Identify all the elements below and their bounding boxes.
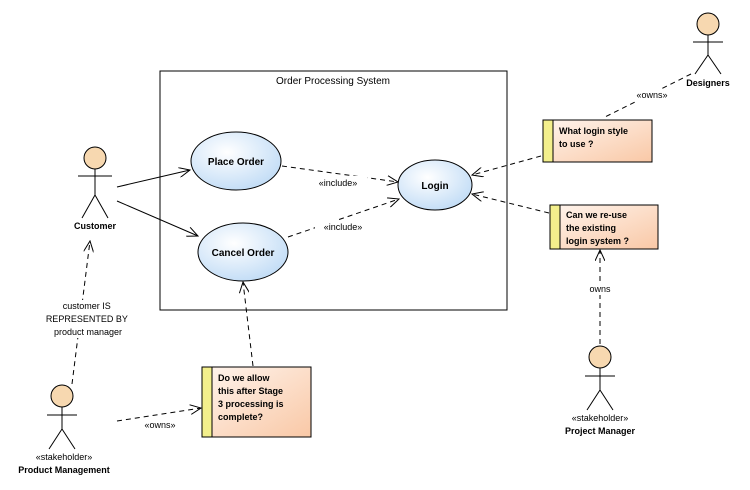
actor-name: Product Management — [18, 465, 110, 475]
owns-label: owns — [589, 284, 611, 294]
note-text: Can we re-use the existing login system … — [566, 210, 630, 246]
use-case-login[interactable]: Login — [397, 159, 473, 211]
actor-name: Customer — [74, 221, 117, 231]
note-stage3[interactable]: Do we allow this after Stage 3 processin… — [201, 366, 312, 438]
connector-labels: «include» «include» «owns» owns «owns» c… — [36, 89, 672, 431]
use-case-label: Place Order — [208, 157, 264, 168]
actor-icon — [78, 146, 112, 219]
include-cancel-login[interactable] — [287, 199, 399, 238]
note-reuse-login-link[interactable] — [472, 194, 550, 214]
use-case-place-order[interactable]: Place Order — [190, 131, 282, 191]
note-reuse-login[interactable]: Can we re-use the existing login system … — [549, 204, 659, 250]
association-customer-cancel-order[interactable] — [116, 200, 198, 236]
actor-stereotype: «stakeholder» — [36, 452, 93, 462]
include-label: «include» — [324, 222, 363, 232]
note-text: What login style to use ? — [559, 126, 631, 149]
owns-label: «owns» — [636, 90, 667, 100]
actor-project-manager[interactable]: «stakeholder» Project Manager — [565, 345, 636, 436]
owns-label: «owns» — [144, 420, 175, 430]
system-title: Order Processing System — [276, 76, 390, 87]
use-case-label: Cancel Order — [212, 248, 275, 259]
note-text: Do we allow this after Stage 3 processin… — [218, 373, 286, 422]
represented-by-label: customer IS REPRESENTED BY product manag… — [46, 301, 130, 337]
use-case-cancel-order[interactable]: Cancel Order — [197, 222, 289, 282]
actor-designers[interactable]: Designers — [686, 12, 730, 88]
use-case-label: Login — [421, 181, 448, 192]
actor-product-management[interactable]: «stakeholder» Product Management — [18, 384, 110, 475]
note-login-style[interactable]: What login style to use ? — [542, 119, 653, 163]
actor-name: Project Manager — [565, 426, 636, 436]
note-stage3-link[interactable] — [243, 282, 254, 367]
association-customer-place-order[interactable] — [116, 170, 190, 188]
include-place-login[interactable] — [281, 165, 398, 182]
actor-customer[interactable]: Customer — [74, 146, 117, 231]
include-label: «include» — [319, 178, 358, 188]
actor-icon — [585, 345, 615, 411]
note-login-style-link[interactable] — [472, 155, 542, 175]
system-boundary[interactable]: Order Processing System — [159, 70, 508, 311]
actor-stereotype: «stakeholder» — [572, 413, 629, 423]
actor-icon — [693, 12, 723, 75]
actor-icon — [47, 384, 77, 450]
actor-name: Designers — [686, 78, 730, 88]
